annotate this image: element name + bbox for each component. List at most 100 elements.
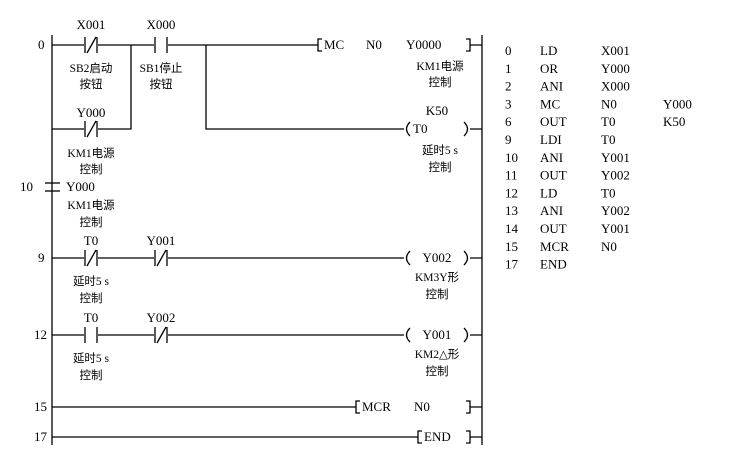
instruction-op: MCR <box>362 399 391 414</box>
instruction-device: Y0000 <box>406 37 441 52</box>
instruction-op: OUT <box>540 221 567 236</box>
instruction-row: 14 OUT Y001 <box>505 221 630 236</box>
contact-comment: 按钮 <box>80 77 103 91</box>
instruction-operand: Y001 <box>601 221 630 236</box>
contact-comment: 延时5 s <box>73 275 110 288</box>
instruction-op: ANI <box>540 79 563 94</box>
instruction-bracket-right <box>466 38 482 52</box>
coil-comment: 控制 <box>429 160 452 174</box>
instruction-op: OUT <box>540 168 567 183</box>
instruction-bracket-left <box>355 400 360 414</box>
instruction-comment: KM1电源 <box>416 59 464 73</box>
instruction-n: N0 <box>366 37 382 52</box>
coil-comment: 控制 <box>426 364 449 378</box>
instruction-op: END <box>424 429 451 444</box>
instruction-step: 0 <box>505 43 512 58</box>
contact-comment: 控制 <box>80 162 103 176</box>
instruction-op: MCR <box>540 239 569 254</box>
instruction-op: OR <box>540 61 558 76</box>
nc-contact-y002 <box>154 326 168 344</box>
contact-comment: 按钮 <box>150 77 173 91</box>
step-number: 17 <box>34 429 48 444</box>
instruction-step: 3 <box>505 96 512 111</box>
instruction-operand: T0 <box>601 114 615 129</box>
instruction-op: LD <box>540 185 557 200</box>
instruction-step: 13 <box>505 203 518 218</box>
instruction-step: 1 <box>505 61 512 76</box>
rung-12: 12 T0 延时5 s 控制 Y002 Y001 KM2△形 控制 <box>34 310 482 382</box>
rung-0: 0 X001 SB2启动 按钮 X000 SB1停止 按钮 Y000 KM1电源… <box>38 17 482 176</box>
instruction-step: 17 <box>505 257 519 272</box>
contact-comment: 控制 <box>80 368 103 382</box>
contact-device-label: X001 <box>77 17 106 32</box>
instruction-operand: Y001 <box>601 150 630 165</box>
instruction-row: 0 LD X001 <box>505 43 630 58</box>
coil-right-paren <box>463 250 469 266</box>
step-number: 15 <box>34 399 47 414</box>
instruction-step: 14 <box>505 221 519 236</box>
instruction-step: 11 <box>505 168 518 183</box>
contact-device-label: X000 <box>147 17 176 32</box>
coil-preset: K50 <box>426 103 448 118</box>
instruction-operand: X001 <box>601 43 630 58</box>
no-contact-t0 <box>84 327 98 343</box>
contact-comment: 延时5 s <box>73 352 110 365</box>
nc-contact-y000 <box>84 120 98 138</box>
contact-comment: SB2启动 <box>70 62 113 75</box>
rung-17: 17 END <box>34 429 482 444</box>
coil-wire <box>205 45 482 130</box>
contact-device-label: T0 <box>84 233 98 248</box>
instruction-op: OUT <box>540 114 567 129</box>
instruction-operand: Y002 <box>601 168 630 183</box>
instruction-operand: N0 <box>601 96 617 111</box>
master-contact-comment: KM1电源 <box>67 198 115 212</box>
contact-device-label: Y001 <box>147 233 176 248</box>
instruction-step: 6 <box>505 114 512 129</box>
coil-device: Y002 <box>423 250 452 265</box>
instruction-step: 15 <box>505 239 518 254</box>
master-contact-comment: 控制 <box>80 215 103 229</box>
instruction-step: 10 <box>505 150 518 165</box>
nc-contact-t0 <box>84 249 98 267</box>
coil-comment: KM2△形 <box>415 348 460 361</box>
instruction-comment: 控制 <box>429 75 452 89</box>
instruction-bracket-right <box>466 430 482 444</box>
step-number: 0 <box>38 37 45 52</box>
instruction-row: 2 ANI X000 <box>505 79 630 94</box>
instruction-row: 15 MCR N0 <box>505 239 617 254</box>
nc-contact-x001 <box>84 36 98 54</box>
instruction-operand: T0 <box>601 185 615 200</box>
step-number: 9 <box>38 250 45 265</box>
instruction-operand: T0 <box>601 132 615 147</box>
coil-comment: 延时5 s <box>422 144 459 157</box>
instruction-op: LD <box>540 43 557 58</box>
no-contact-x000 <box>154 37 168 53</box>
coil-right-paren <box>463 121 469 137</box>
branch-wire <box>52 45 132 130</box>
instruction-extra: Y000 <box>663 96 692 111</box>
rung-9: 9 T0 延时5 s 控制 Y001 Y002 KM3Y形 控制 <box>38 233 482 305</box>
rung-10-master-contact: 10 Y000 KM1电源 控制 <box>20 179 115 229</box>
coil-comment: 控制 <box>426 287 449 301</box>
contact-comment: KM1电源 <box>67 146 115 160</box>
instruction-operand: X000 <box>601 79 630 94</box>
instruction-operand: N0 <box>601 239 617 254</box>
contact-comment: 控制 <box>80 291 103 305</box>
coil-right-paren <box>463 327 469 343</box>
instruction-n: N0 <box>414 399 430 414</box>
rung-15: 15 MCR N0 <box>34 399 482 414</box>
master-contact-device: Y000 <box>66 179 95 194</box>
contact-device-label: T0 <box>84 310 98 325</box>
instruction-step: 2 <box>505 79 512 94</box>
step-number: 10 <box>20 179 33 194</box>
nc-contact-y001 <box>154 249 168 267</box>
coil-left-paren <box>405 250 411 266</box>
